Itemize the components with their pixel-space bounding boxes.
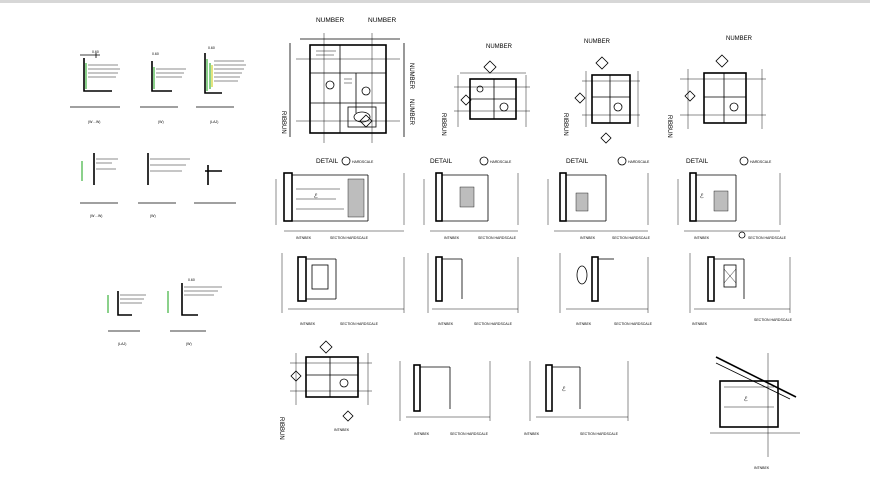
section-1c: DETAIL HARDSCALE INTNBEK SECTION HARDSCA… <box>547 156 651 240</box>
section-2b: INTNBEK SECTION HARDSCALE <box>427 253 519 326</box>
plan-title: NUMBER <box>726 36 753 42</box>
section-caption: SECTION HARDSCALE <box>580 432 619 436</box>
floor-plan-4: NUMBER RIBBUN <box>666 36 766 138</box>
side-label: NUMBER <box>408 63 414 90</box>
section-caption: SECTION HARDSCALE <box>478 236 517 240</box>
floor-plan-5: RIBBUN INTNBEK <box>278 340 372 440</box>
section-label: INTNBEK <box>444 236 460 240</box>
small-detail-6 <box>194 165 236 204</box>
section-label: INTNBEK <box>334 428 350 432</box>
section-label: INTNBEK <box>300 322 316 326</box>
detail-caption: (W) <box>186 342 192 346</box>
detail-title: DETAIL <box>566 158 589 165</box>
detail-caption: (LAJ) <box>118 342 126 346</box>
side-label: RIBBUN <box>278 417 284 440</box>
side-label: RIBBUN <box>280 111 286 134</box>
section-1b: DETAIL HARDSCALE INTNBEK SECTION HARDSCA… <box>423 156 519 240</box>
plan-title: NUMBER <box>584 39 611 45</box>
floor-plan-2: NUMBER RIBBUN <box>440 44 530 136</box>
section-label: INTNBEK <box>576 322 592 326</box>
section-label: INTNBEK <box>524 432 540 436</box>
dim-label: 0.60 <box>152 52 159 56</box>
side-label: RIBBUN <box>666 115 672 138</box>
small-detail-5: (W) <box>138 153 190 218</box>
section-3a: INTNBEK SECTION HARDSCALE <box>399 361 491 436</box>
section-label: INTNBEK <box>694 236 710 240</box>
section-1a: DETAIL HARDSCALE ℰ INTNBEK SECTION HARDS… <box>275 156 405 240</box>
section-label: INTNBEK <box>438 322 454 326</box>
detail-caption: (W) <box>150 214 156 218</box>
section-1d: DETAIL HARDSCALE ℰ INTNBEK SECTION HARDS… <box>677 156 787 240</box>
plan-title: NUMBER <box>368 17 396 24</box>
small-detail-4: (W…W) <box>80 153 118 218</box>
section-label: INTNBEK <box>692 322 708 326</box>
room-mark: ℰ <box>700 193 704 200</box>
detail-title: DETAIL <box>316 158 339 165</box>
floor-plan-3: NUMBER RIBBUN <box>562 39 640 144</box>
detail-caption: (LAJ) <box>210 120 218 124</box>
small-detail-7: (LAJ) <box>107 291 146 346</box>
small-detail-2: 0.60 (W) <box>140 52 186 124</box>
roof-section: ℰ INTNBEK <box>710 353 800 470</box>
section-caption: SECTION HARDSCALE <box>474 322 513 326</box>
scale-label: HARDSCALE <box>352 160 374 164</box>
side-label: NUMBER <box>408 99 414 126</box>
section-label: INTNBEK <box>414 432 430 436</box>
room-mark: ℰ <box>744 396 748 403</box>
detail-title: DETAIL <box>686 158 709 165</box>
section-2a: INTNBEK SECTION HARDSCALE <box>281 253 405 326</box>
drawing-svg: 0.60 (W…W) 0.60 (W) 0.60 (LAJ) (W…W) (W) <box>70 17 800 470</box>
small-detail-8: 0.60 (W) <box>167 278 222 346</box>
plan-title: NUMBER <box>486 44 513 50</box>
small-detail-1: 0.60 (W…W) <box>70 50 120 124</box>
section-caption: SECTION HARDSCALE <box>754 318 793 322</box>
section-label: INTNBEK <box>296 236 312 240</box>
dim-label: 0.60 <box>188 278 195 282</box>
detail-caption: (W…W) <box>88 120 100 124</box>
room-mark: ℰ <box>314 193 318 200</box>
scale-label: HARDSCALE <box>628 160 650 164</box>
detail-caption: (W) <box>158 120 164 124</box>
section-2c: INTNBEK SECTION HARDSCALE <box>559 253 653 326</box>
section-label: INTNBEK <box>754 466 770 470</box>
floor-plan-1: NUMBER NUMBER RIBBUN NUMBER NUMBER <box>280 17 414 143</box>
side-label: RIBBUN <box>440 113 446 136</box>
dim-label: 0.60 <box>92 50 99 54</box>
detail-caption: (W…W) <box>90 214 102 218</box>
dim-label: 0.60 <box>208 46 215 50</box>
section-caption: SECTION HARDSCALE <box>340 322 379 326</box>
room-mark: ℰ <box>562 386 566 393</box>
scale-label: HARDSCALE <box>490 160 512 164</box>
detail-title: DETAIL <box>430 158 453 165</box>
scale-label: HARDSCALE <box>750 160 772 164</box>
side-label: RIBBUN <box>562 113 568 136</box>
section-caption: SECTION HARDSCALE <box>748 236 787 240</box>
section-caption: SECTION HARDSCALE <box>614 322 653 326</box>
section-caption: SECTION HARDSCALE <box>612 236 651 240</box>
section-label: INTNBEK <box>580 236 596 240</box>
section-3b: ℰ INTNBEK SECTION HARDSCALE <box>524 361 629 436</box>
section-caption: SECTION HARDSCALE <box>450 432 489 436</box>
section-2d: INTNBEK SECTION HARDSCALE <box>689 253 793 326</box>
small-detail-3: 0.60 (LAJ) <box>196 46 246 124</box>
plan-title: NUMBER <box>316 17 344 24</box>
section-caption: SECTION HARDSCALE <box>330 236 369 240</box>
